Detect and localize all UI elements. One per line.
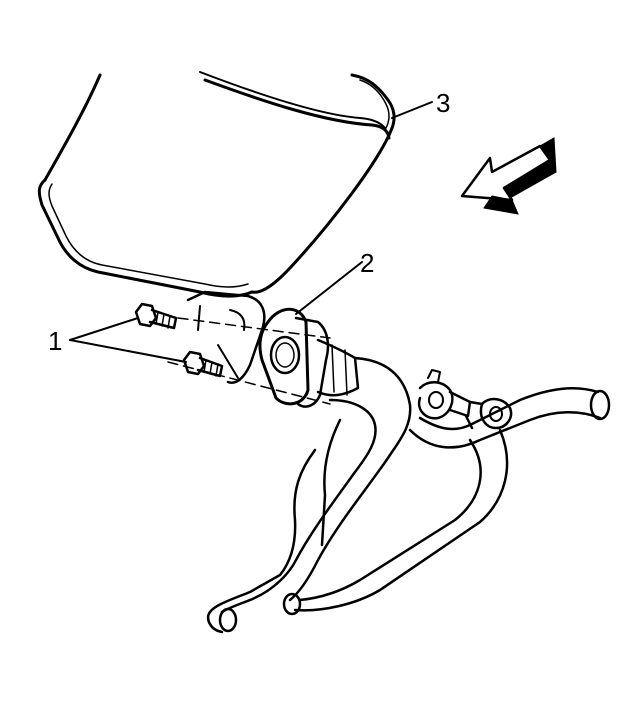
gasket <box>258 307 310 406</box>
exhaust-pipe-rear <box>282 387 611 616</box>
pipe-flange <box>294 316 360 408</box>
leader-lines <box>69 101 433 363</box>
callout-3-label: 3 <box>436 88 450 118</box>
direction-arrow-icon <box>460 137 557 215</box>
hanger-bracket-right <box>464 397 513 430</box>
callout-1-label: 1 <box>48 326 62 356</box>
hanger-bracket-left <box>417 369 472 420</box>
muffler-body <box>37 71 396 298</box>
bolt-upper <box>134 302 178 330</box>
bolt-lower <box>182 350 224 378</box>
callout-2-label: 2 <box>360 248 374 278</box>
exhaust-pipe-front <box>206 356 412 634</box>
